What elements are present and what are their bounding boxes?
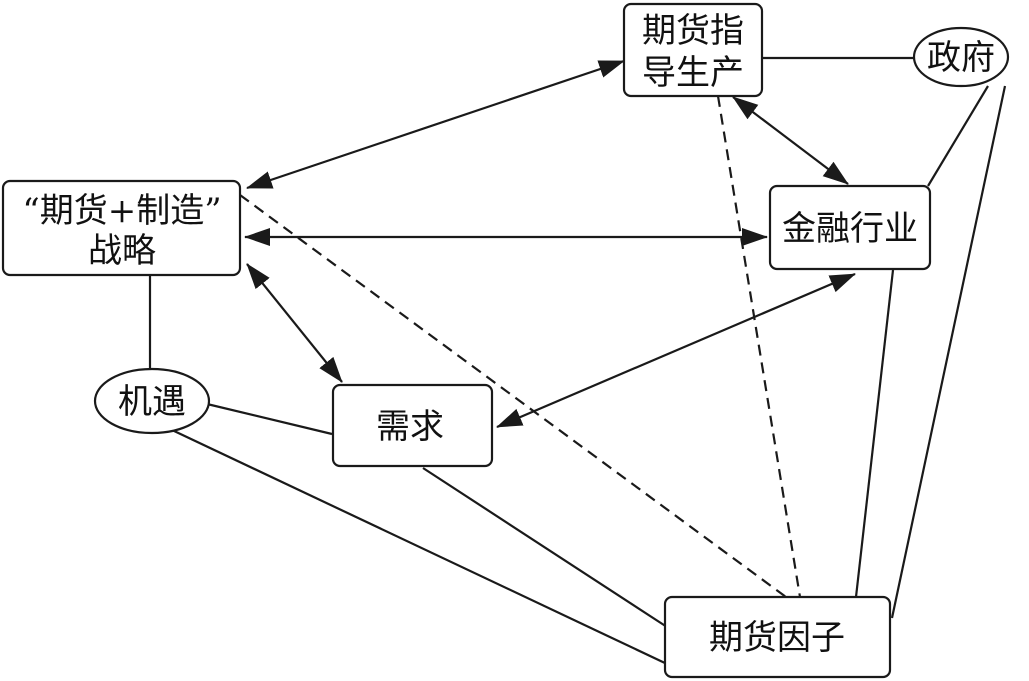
node-opportunity: 机遇 — [93, 367, 211, 435]
node-finance: 金融行业 — [768, 184, 932, 271]
node-strategy-box — [1, 179, 242, 277]
node-finance-box — [768, 184, 932, 271]
node-demand-box — [331, 383, 494, 468]
edge-government-finance — [927, 85, 989, 187]
edge-strategy-production-arrow — [246, 59, 625, 190]
node-futures-guide-production-line1: 期货指 — [642, 11, 744, 51]
node-opportunity-ellipse — [93, 367, 211, 435]
edge-government-futures-factor — [890, 85, 1007, 619]
edge-production-futures-factor-dashed — [716, 95, 802, 598]
edges-dashed — [239, 95, 802, 598]
edge-finance-demand-arrow — [496, 272, 856, 429]
edges-plain — [148, 56, 1007, 665]
node-government-ellipse — [912, 26, 1010, 88]
node-futures-guide-production-line2: 导生产 — [642, 53, 744, 93]
node-strategy: “期货+制造” 战略 — [1, 179, 242, 277]
node-strategy-line2: 战略 — [88, 231, 156, 271]
node-opportunity-label: 机遇 — [118, 382, 186, 422]
edge-finance-futures-factor — [854, 269, 895, 598]
node-strategy-line1: “期货+制造” — [22, 191, 221, 231]
node-futures-factor-box — [663, 595, 892, 679]
node-futures-factor-label: 期货因子 — [709, 618, 845, 658]
edges-arrows — [244, 59, 856, 429]
edge-demand-futures-factor — [422, 467, 668, 628]
edge-strategy-demand-arrow — [246, 263, 343, 383]
node-demand: 需求 — [331, 383, 494, 468]
node-futures-guide-production: 期货指 导生产 — [622, 2, 764, 98]
edge-production-finance-arrow — [732, 96, 849, 185]
edge-opportunity-demand — [206, 402, 333, 436]
node-finance-label: 金融行业 — [782, 209, 918, 249]
edge-opportunity-futures-factor — [171, 429, 668, 665]
node-government-label: 政府 — [927, 38, 995, 78]
node-futures-guide-production-box — [622, 2, 764, 98]
node-futures-factor: 期货因子 — [663, 595, 892, 679]
node-demand-label: 需求 — [376, 407, 444, 447]
edge-strategy-futures-factor-dashed — [239, 194, 787, 598]
node-government: 政府 — [912, 26, 1010, 88]
